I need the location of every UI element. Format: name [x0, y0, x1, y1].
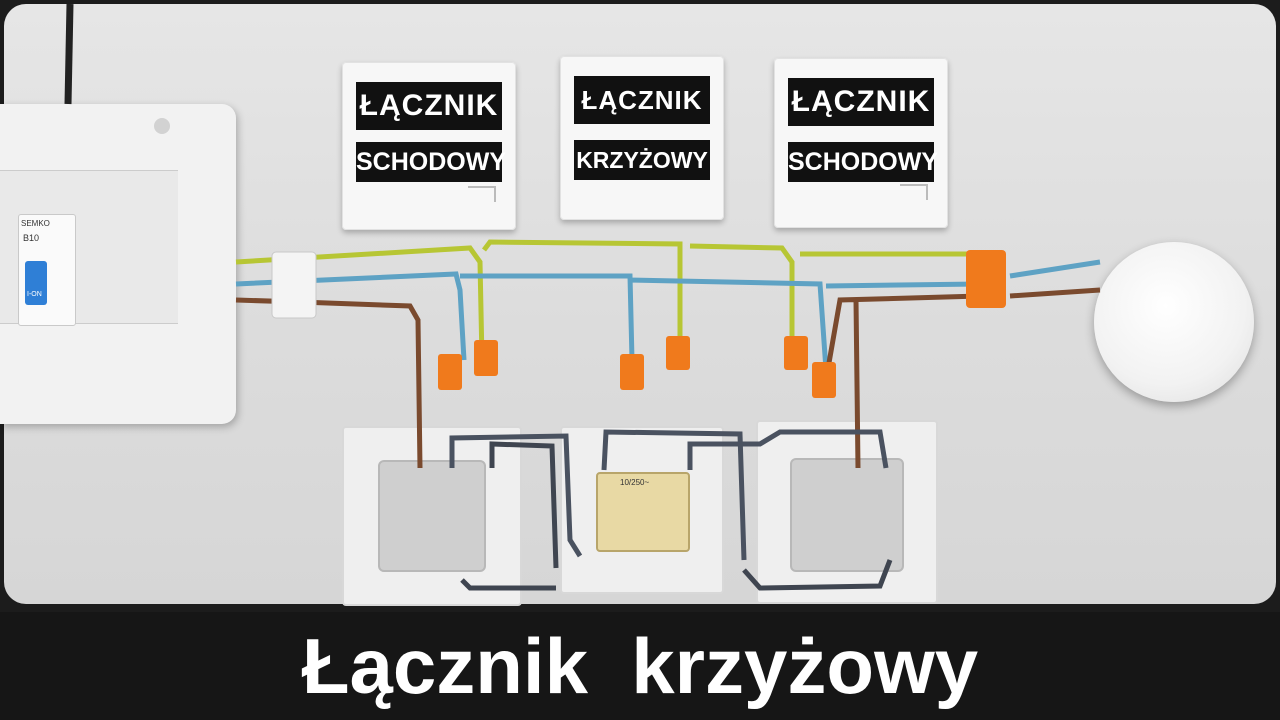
terminal-block [271, 251, 317, 319]
ceiling-light-fixture [1094, 242, 1254, 402]
cross-switch-marking: 10/250~ [620, 478, 650, 487]
traveler-wire [449, 433, 583, 558]
terminal-block [966, 250, 1006, 308]
wago-connector [474, 340, 498, 376]
ground-wire [235, 239, 980, 361]
label-subtitle: KRZYŻOWY [574, 140, 710, 180]
breaker-rating: B10 [23, 233, 40, 243]
wago-connector [620, 354, 644, 390]
staircase-icon [900, 184, 928, 200]
breaker-toggle[interactable]: I-ON [25, 261, 47, 305]
breaker-state: I-ON [27, 291, 42, 298]
screw-icon [154, 118, 170, 134]
label-plate-cross: ŁĄCZNIK KRZYŻOWY [560, 56, 724, 220]
traveler-wire [460, 559, 893, 591]
label-plate-staircase-right: ŁĄCZNIK SCHODOWY [774, 58, 948, 228]
wago-connector [438, 354, 462, 390]
neutral-wire [235, 259, 1101, 371]
caption-banner: Łącznik krzyżowy [0, 612, 1280, 720]
wiring-svg [64, 3, 1101, 591]
staircase-icon [468, 186, 496, 202]
staircase-switch-mechanism[interactable] [790, 458, 904, 572]
phase-wire [235, 287, 1101, 469]
label-plate-staircase-left: ŁĄCZNIK SCHODOWY [342, 62, 516, 230]
traveler-wire [489, 441, 559, 569]
distribution-box: SEMKO B10 I-ON [0, 104, 236, 424]
breaker-brand: SEMKO [21, 219, 50, 228]
wago-connector [812, 362, 836, 398]
label-title: ŁĄCZNIK [356, 82, 502, 130]
traveler-wire [601, 429, 889, 561]
circuit-breaker: SEMKO B10 I-ON [18, 214, 76, 326]
staircase-switch-mechanism[interactable] [378, 460, 486, 572]
label-title: ŁĄCZNIK [788, 78, 934, 126]
switch-frame-cross: 10/250~ [560, 426, 724, 594]
supply-cable [64, 3, 74, 105]
label-title: ŁĄCZNIK [574, 76, 710, 124]
label-subtitle: SCHODOWY [356, 142, 506, 182]
wago-connector [666, 336, 690, 370]
switch-frame-staircase-right [756, 420, 938, 604]
cross-switch-mechanism[interactable]: 10/250~ [596, 472, 690, 552]
label-subtitle: SCHODOWY [788, 142, 938, 182]
wago-connector [784, 336, 808, 370]
